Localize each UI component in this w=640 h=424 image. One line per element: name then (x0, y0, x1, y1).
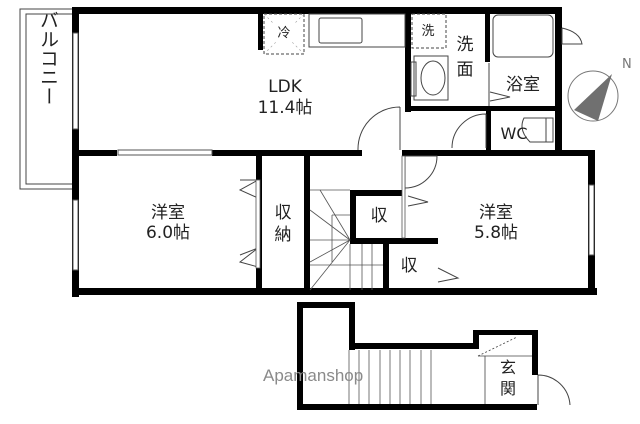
watermark: Apamanshop (263, 366, 363, 385)
ldk-label: LDK (268, 77, 303, 97)
storage-2-label: 収 (401, 256, 418, 276)
western-room-2-label: 洋室 (479, 203, 513, 223)
stairs-upper (309, 189, 383, 291)
storage-label-1: 収 (275, 203, 292, 223)
entrance-label-1: 玄 (500, 358, 516, 377)
bathtub (492, 14, 583, 58)
storage-1-label: 収 (371, 206, 388, 226)
wc-wall (486, 111, 491, 151)
compass-needle-icon (574, 74, 612, 121)
windows (72, 32, 595, 271)
washroom-label-2: 面 (457, 60, 474, 80)
western-room-1-size: 6.0帖 (146, 223, 190, 243)
western-room-2-size: 5.8帖 (474, 223, 518, 243)
washer-space: 洗 (411, 13, 447, 49)
western-room-1-label: 洋室 (151, 203, 185, 223)
wc-label: WC (501, 124, 528, 143)
ldk-size: 11.4帖 (258, 98, 313, 118)
toilet (521, 117, 554, 143)
kitchen-counter (308, 13, 406, 48)
bath-label: 浴室 (506, 75, 540, 95)
storage-door (255, 179, 261, 269)
washroom-label-1: 洗 (457, 35, 474, 55)
fridge-label: 冷 (277, 26, 290, 41)
washer-label: 洗 (421, 24, 434, 39)
bedroom2-door (401, 155, 406, 239)
washbasin (410, 55, 449, 101)
storage-label-2: 納 (275, 225, 292, 245)
compass-north-label: N (622, 57, 632, 72)
bath-door (488, 63, 511, 106)
compass: N (567, 57, 632, 122)
balcony-label: バルコニー (37, 11, 59, 106)
entrance-step (477, 336, 532, 404)
entrance-label-2: 関 (500, 379, 516, 398)
fridge-space: 冷 (263, 13, 305, 55)
stairs-lower (348, 350, 432, 404)
